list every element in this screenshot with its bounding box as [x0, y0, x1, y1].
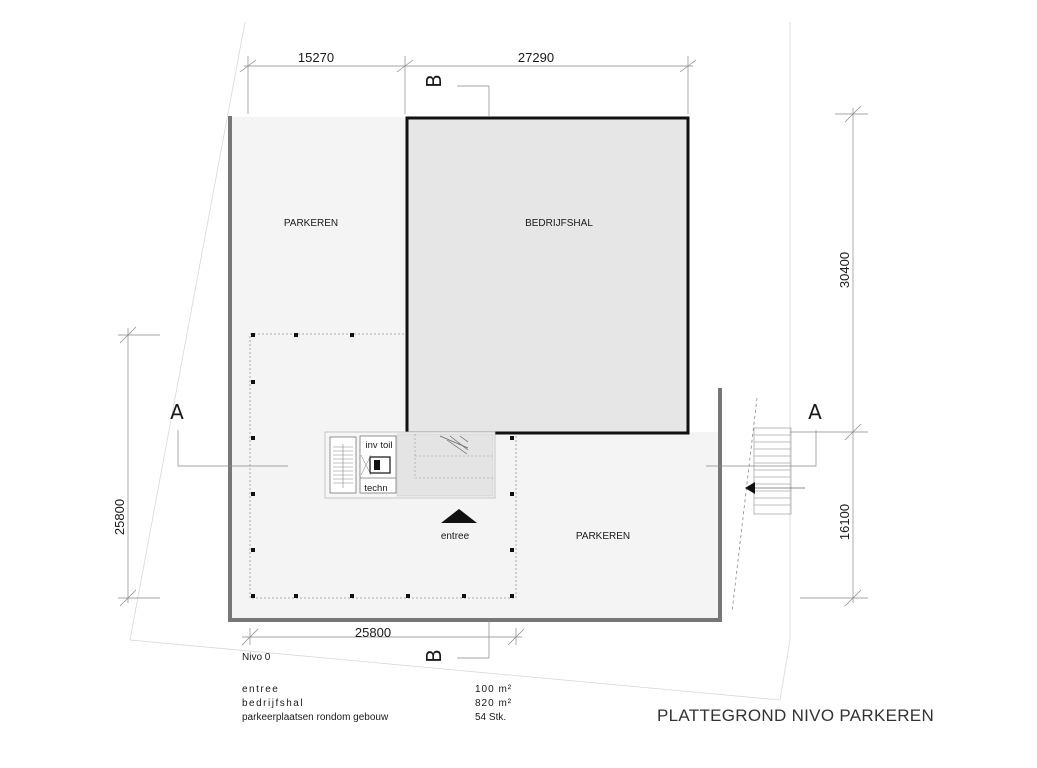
legend-label: entree	[242, 684, 280, 695]
dimension-lines	[118, 56, 868, 646]
entrance-label: entree	[441, 531, 470, 542]
entrance-arrow-icon	[441, 509, 477, 523]
section-b-bottom: B	[422, 649, 446, 663]
legend-row: bedrijfshal 820 m²	[242, 697, 542, 711]
drawing-title: PLATTEGROND NIVO PARKEREN	[657, 706, 935, 725]
site-boundary	[129, 21, 791, 701]
dim-left: 25800	[112, 499, 127, 535]
legend-value: 820 m²	[475, 698, 513, 709]
section-a-right: A	[808, 400, 822, 424]
bedrijfshal-room	[405, 116, 690, 435]
accessible-toilet-label: inv toil	[366, 440, 393, 451]
ramp-dashed-line	[731, 397, 758, 613]
columns	[251, 333, 514, 598]
dim-right-lower: 16100	[837, 504, 852, 540]
legend-label: bedrijfshal	[242, 698, 305, 709]
bedrijfshal-label: BEDRIJFSHAL	[525, 218, 593, 229]
dim-top-left: 15270	[298, 50, 334, 65]
legend-row: parkeerplaatsen rondom gebouw 54 Stk.	[242, 711, 542, 725]
legend-value: 54 Stk.	[475, 712, 507, 723]
area-legend: entree 100 m² bedrijfshal 820 m² parkeer…	[242, 683, 542, 725]
level-label: Nivo 0	[242, 652, 271, 663]
technical-room-label: techn	[364, 483, 387, 494]
legend-value: 100 m²	[475, 684, 513, 695]
dim-bottom: 25800	[355, 625, 391, 640]
section-a-left: A	[170, 400, 184, 424]
legend-row: entree 100 m²	[242, 683, 542, 697]
stair-arrow-icon	[745, 482, 755, 494]
dim-right-upper: 30400	[837, 252, 852, 288]
entrance-core	[324, 431, 496, 499]
legend-label: parkeerplaatsen rondom gebouw	[242, 712, 389, 723]
section-b-top: B	[422, 74, 446, 88]
dim-top-right: 27290	[518, 50, 554, 65]
exterior-stair	[753, 427, 792, 515]
parking-south-label: PARKEREN	[576, 531, 630, 542]
section-lines	[177, 85, 817, 659]
parking-north-label: PARKEREN	[284, 218, 338, 229]
